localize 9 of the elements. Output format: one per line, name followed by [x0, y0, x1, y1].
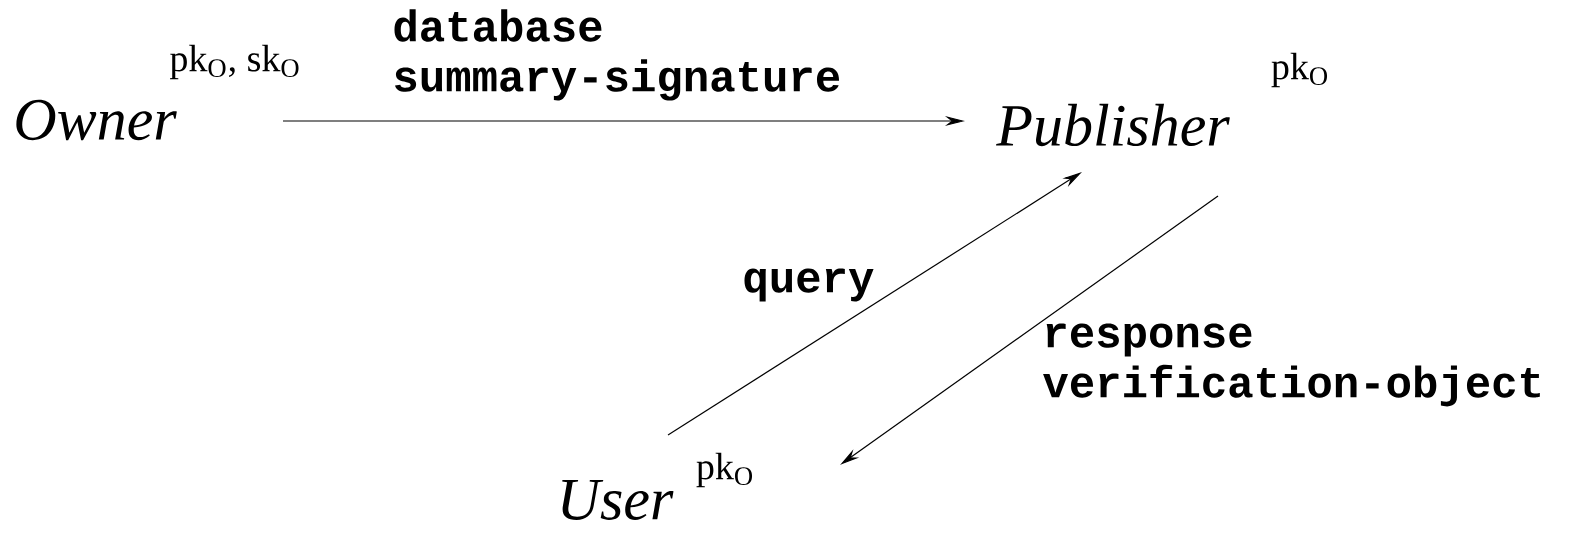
key-label: pk$_{O}$, sk$_{O}$ — [170, 44, 299, 80]
key-label: pk$_{O}$ — [696, 452, 753, 488]
actor-label: Owner — [16, 99, 177, 141]
key-label: pk$_{O}$ — [1271, 52, 1328, 88]
message-label: database summary-signature — [394, 9, 840, 101]
actor-label: User — [562, 480, 674, 520]
message-label: response verification-object — [1043, 323, 1540, 407]
actor-label: Publisher — [996, 103, 1230, 147]
message-label: query — [744, 268, 874, 302]
